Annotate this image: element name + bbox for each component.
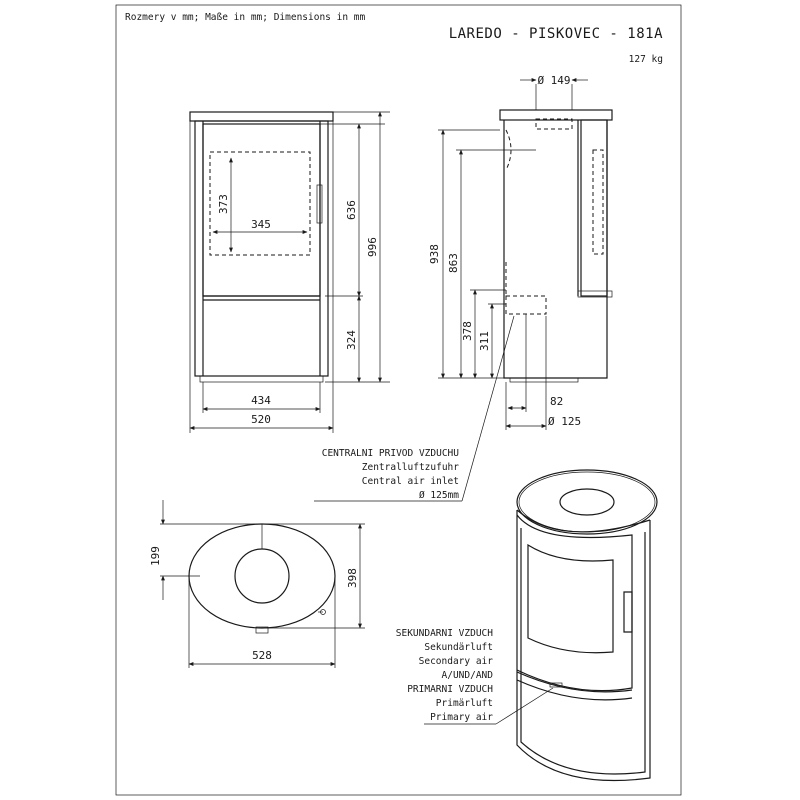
dim-378: 378 [461,321,474,341]
front-body [194,120,329,377]
units-note: Rozmery v mm; Maße in mm; Dimensions in … [125,12,365,23]
air-inlet [505,295,547,315]
drawing-title: LAREDO - PISKOVEC - 181A [449,26,663,42]
dim-373: 373 [217,194,230,214]
flue-collar [535,118,573,130]
primary-air-slider [549,682,563,688]
central-air-line3: Central air inlet [362,476,459,487]
dim-636: 636 [345,200,358,220]
dim-199: 199 [149,546,162,566]
prim-air-line3: Primary air [430,712,493,723]
secondary-primary-air-label: SEKUNDARNI VZDUCH Sekundärluft Secondary… [396,628,554,725]
dim-311: 311 [478,331,491,351]
front-view: 373 345 636 996 324 434 520 [189,111,390,433]
prim-air-line1: PRIMARNI VZDUCH [407,684,493,695]
dim-528: 528 [252,649,272,662]
top-view: 199 398 528 [149,500,365,668]
side-top-plate [499,109,613,121]
sec-air-line3: Secondary air [419,656,494,667]
perspective-glass [527,543,614,654]
prim-air-line2: Primärluft [436,698,493,709]
top-flue-circle [234,548,290,604]
sec-air-line2: Sekundärluft [424,642,493,653]
dim-398: 398 [346,568,359,588]
central-air-line2: Zentralluftzufuhr [362,462,460,473]
weight-label: 127 kg [629,54,663,65]
perspective-top [516,469,658,535]
perspective-view [516,469,658,782]
front-plinth [199,375,324,383]
central-air-line1: CENTRALNI PRIVOD VZDUCHU [322,448,460,459]
front-glass [209,151,311,256]
side-door-panel [580,119,608,297]
side-view: Ø 149 938 863 378 311 82 Ø 125 [428,74,613,430]
door-handle [316,184,323,224]
dim-996: 996 [366,237,379,257]
page-frame [115,4,682,796]
dim-345: 345 [251,218,271,231]
side-body [503,120,608,379]
perspective-door [516,514,633,692]
dim-863: 863 [447,253,460,273]
sec-air-line1: SEKUNDARNI VZDUCH [396,628,494,639]
dim-938: 938 [428,244,441,264]
dim-inlet-125: Ø 125 [548,415,581,428]
perspective-handle [623,591,633,633]
front-top-plate [189,111,334,122]
dim-324: 324 [345,330,358,350]
and-line: A/UND/AND [442,670,494,681]
side-door-glass [592,149,604,255]
dim-520: 520 [251,413,271,426]
dim-82: 82 [550,395,563,408]
central-air-line4: Ø 125mm [419,490,459,501]
central-air-label: CENTRALNI PRIVOD VZDUCHU Zentralluftzufu… [314,315,515,502]
perspective-flue [559,488,615,516]
perspective-body [516,510,651,782]
dim-flue-149: Ø 149 [537,74,570,87]
dim-434: 434 [251,394,271,407]
